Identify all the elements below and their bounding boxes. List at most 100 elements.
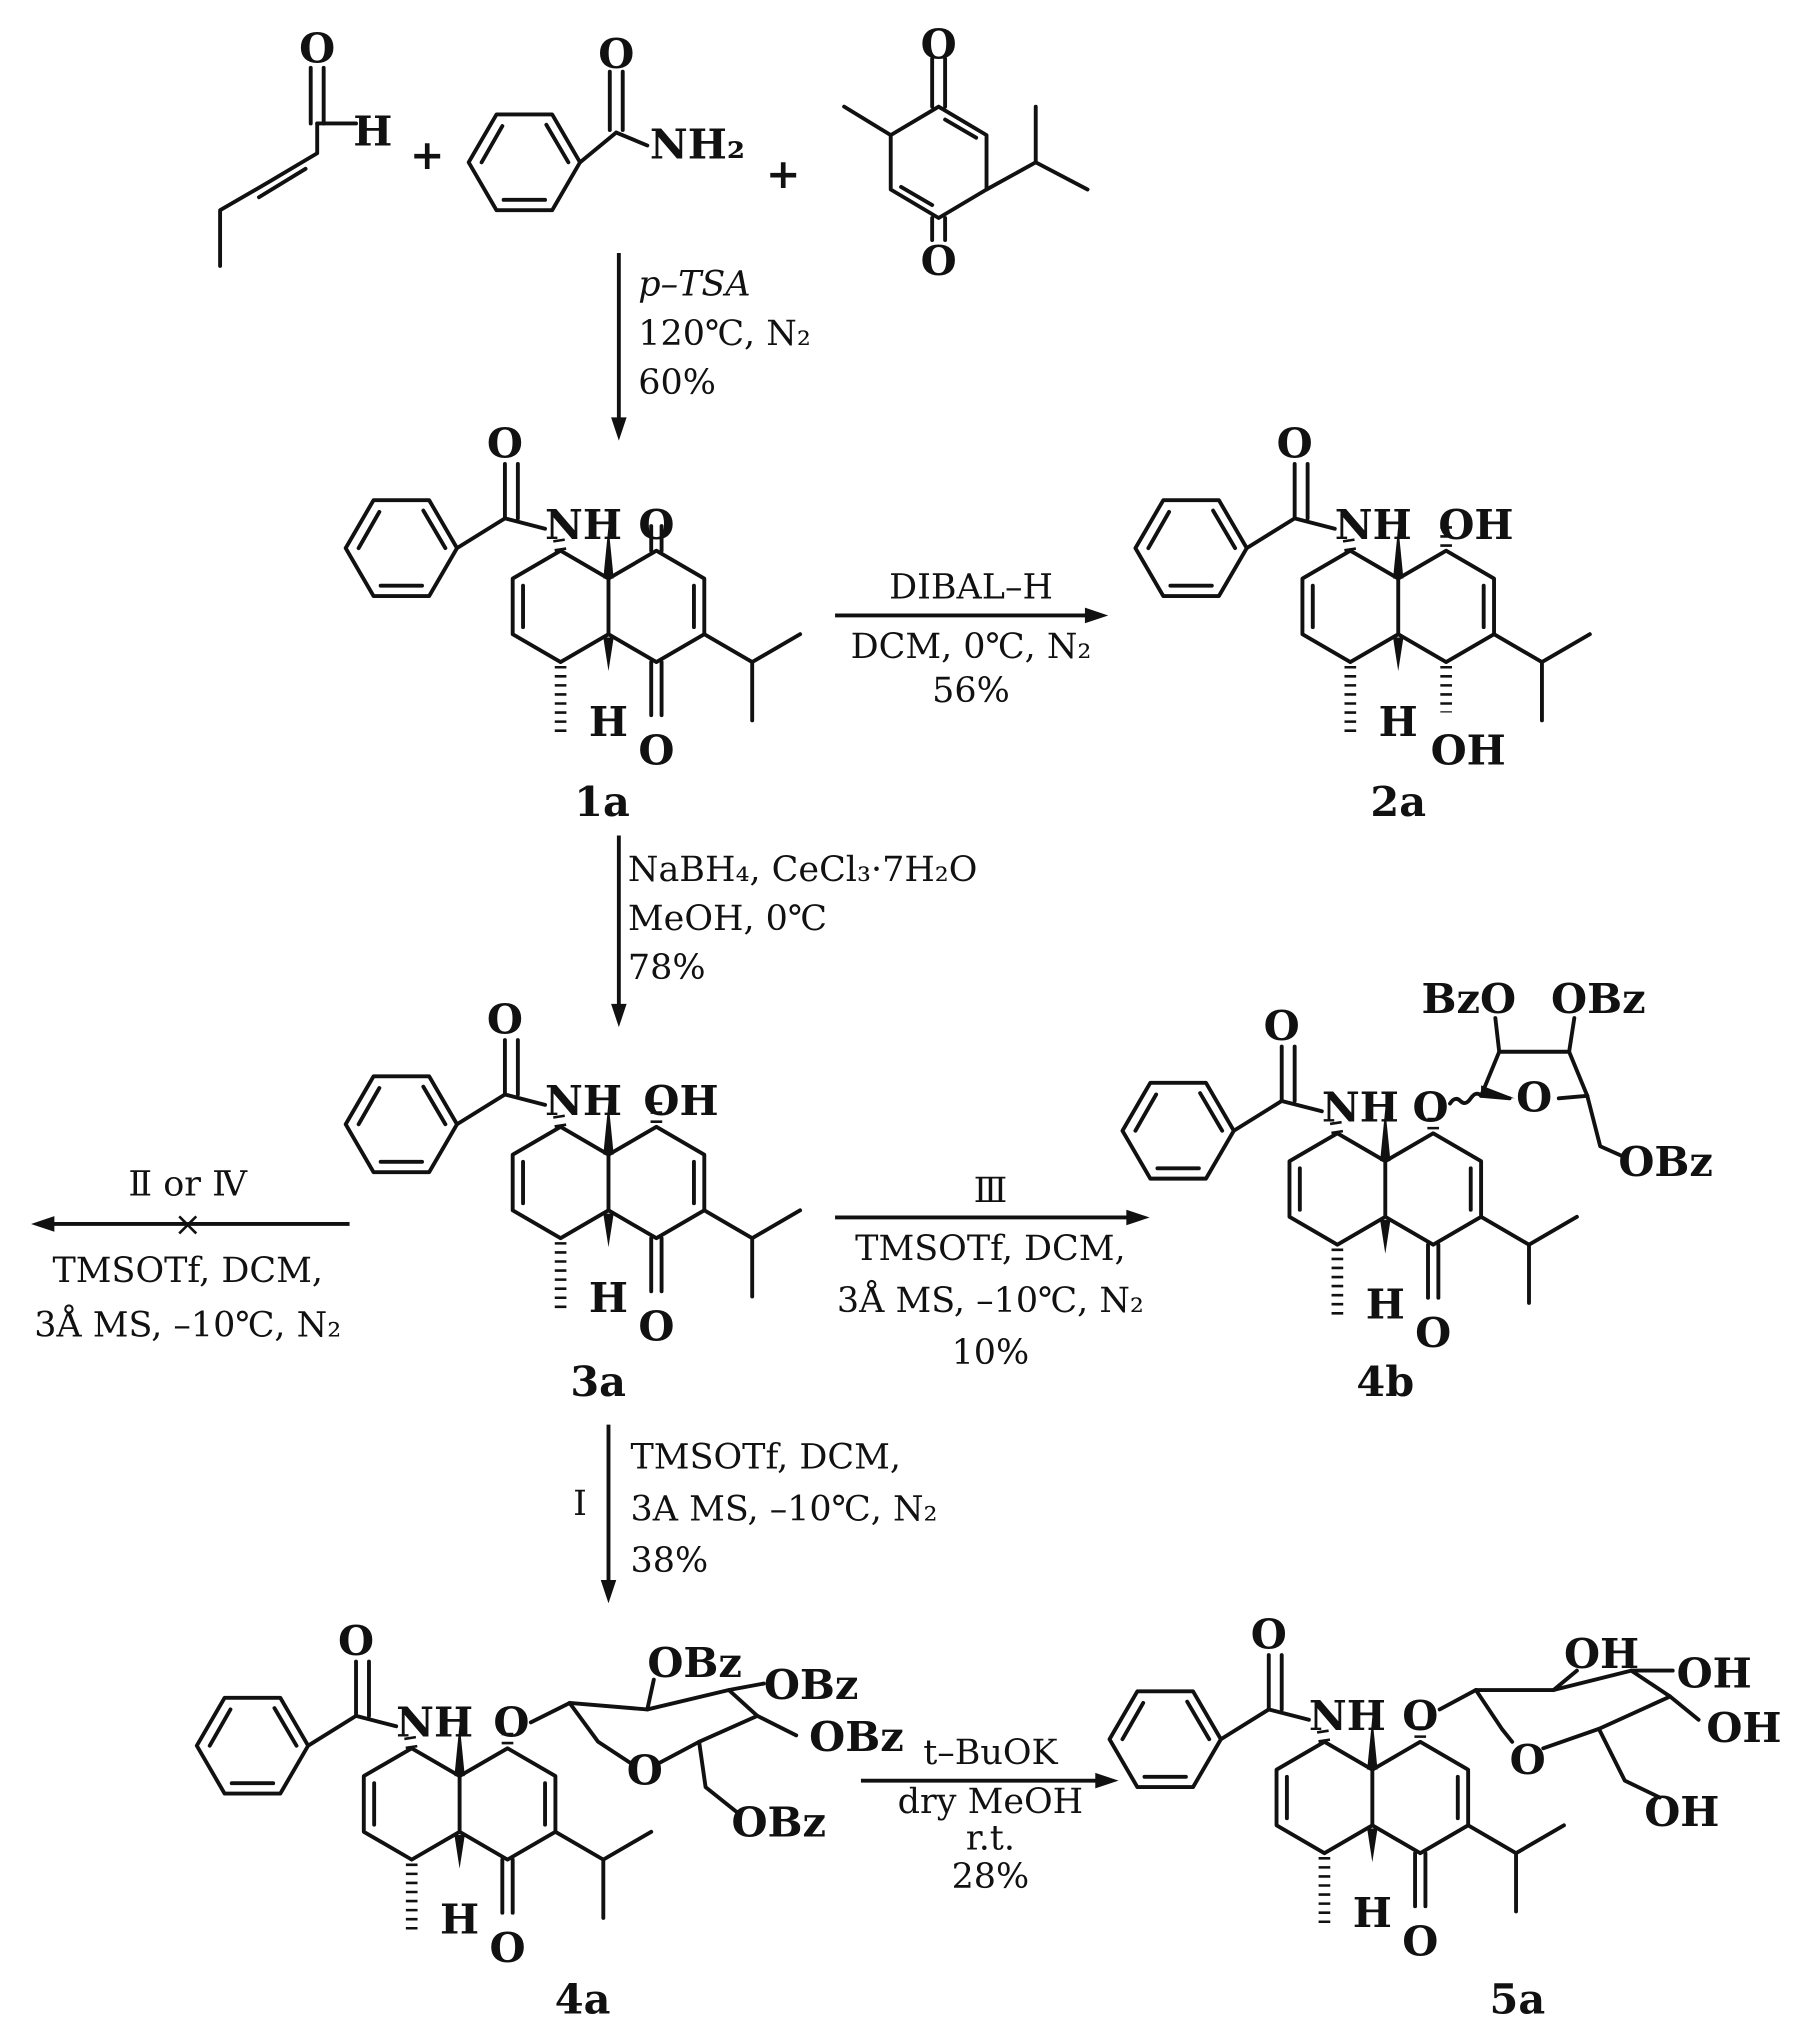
compound-1a: O NH O H O [346,419,800,774]
compound-label-3a: 3a [570,1357,626,1406]
atom-o: O [1413,1083,1449,1132]
atom-h: H [440,1894,479,1943]
atom-h: H [589,697,628,746]
atom-o: O [1510,1735,1546,1784]
atom-o: O [1415,1308,1451,1357]
atom-o: O [638,725,674,774]
compound-2a: O NH OH H OH [1135,419,1589,774]
atom-o: O [1402,1691,1438,1740]
atom-o: O [1516,1072,1552,1121]
atom-o: O [921,236,957,285]
condition-text: DCM, 0℃, N₂ [851,627,1092,667]
atom-obz: OBz [647,1638,742,1687]
yield-text: 56% [932,671,1010,711]
atom-oh: OH [1438,500,1513,549]
pentenal: O H [218,24,392,268]
condition-text: 3A MS, –10℃, N₂ [631,1489,938,1529]
compound-label-4a: 4a [555,1975,611,2024]
step-7-arrow: t–BuOK dry MeOH r.t. 28% [860,1733,1119,1897]
atom-oh: OH [1677,1648,1752,1697]
condition-text: 120℃, N₂ [638,314,811,354]
atom-oh: OH [643,1076,718,1125]
atom-obz: OBz [731,1797,826,1846]
atom-obz: OBz [1618,1137,1713,1186]
plus-sign: + [766,149,801,198]
pyranose-sugar-benzoylated: O OBz OBz OBz OBz [528,1638,904,1846]
compound-label-2a: 2a [1370,777,1426,826]
condition-text: MeOH, 0℃ [628,899,827,939]
compound-3a: O NH OH H O [346,995,800,1350]
furanose-sugar: O BzO OBz OBz [1422,974,1713,1186]
condition-text: TMSOTf, DCM, [631,1438,901,1478]
atom-o: O [487,995,523,1044]
atom-nh: NH [545,1076,622,1125]
atom-h: H [589,1273,628,1322]
condition-text: 3Å MS, –10℃, N₂ [34,1303,341,1346]
atom-obz: OBz [809,1712,904,1761]
atom-nh: NH [1322,1083,1399,1132]
condition-text: dry MeOH [898,1782,1083,1822]
condition-text: TMSOTf, DCM, [52,1251,322,1291]
compound-label-5a: 5a [1490,1975,1546,2024]
atom-bzo: BzO [1422,974,1517,1023]
atom-nh: NH [1335,500,1412,549]
atom-oh: OH [1706,1703,1781,1752]
atom-obz: OBz [1551,974,1646,1023]
yield-text: 38% [631,1541,709,1581]
atom-h: H [1379,697,1418,746]
benzamide: O NH₂ [466,29,745,213]
atom-o: O [1251,1610,1287,1659]
reagent-text: Ⅲ [974,1171,1008,1211]
cross-mark-icon: × [174,1205,202,1244]
reagent-text: NaBH₄, CeCl₃·7H₂O [628,850,978,890]
atom-nh: NH [545,500,622,549]
atom-o: O [489,1923,525,1972]
reagent-text: DIBAL–H [889,568,1053,608]
yield-text: 60% [638,363,716,403]
step-number: Ⅰ [573,1484,587,1524]
compound-4a: O NH O H O [197,1616,651,1972]
atom-o: O [1264,1001,1300,1050]
step-1-arrow: p–TSA 120℃, N₂ 60% [611,252,811,441]
condition-text: r.t. [966,1818,1015,1858]
atom-o: O [493,1698,529,1747]
atom-o: O [598,29,634,78]
atom-nh: NH [1309,1691,1386,1740]
atom-oh: OH [1644,1787,1719,1836]
atom-o: O [487,419,523,468]
atom-nh2: NH₂ [650,119,745,168]
atom-h: H [1366,1279,1405,1328]
pyranose-sugar: O OH OH OH OH [1437,1629,1782,1836]
atom-oh: OH [1431,725,1506,774]
yield-text: 10% [952,1333,1030,1373]
step-3-arrow: NaBH₄, CeCl₃·7H₂O MeOH, 0℃ 78% [611,835,978,1028]
reagent-text: p–TSA [638,265,750,305]
yield-text: 78% [628,948,706,988]
step-2-arrow: DIBAL–H DCM, 0℃, N₂ 56% [835,568,1109,711]
yield-text: 28% [952,1857,1030,1897]
compound-5a: O NH O H O [1110,1610,1564,1965]
compound-label-1a: 1a [574,777,630,826]
reagent-text: Ⅱ or Ⅳ [128,1164,248,1204]
atom-nh: NH [396,1698,473,1747]
atom-obz: OBz [764,1660,859,1709]
atom-o: O [921,20,957,69]
step-5-arrow: Ⅲ TMSOTf, DCM, 3Å MS, –10℃, N₂ 10% [835,1171,1150,1373]
atom-o: O [338,1616,374,1665]
atom-h: H [353,106,392,155]
compound-label-4b: 4b [1356,1357,1414,1406]
condition-text: TMSOTf, DCM, [855,1229,1125,1269]
compound-4b: O NH O H O [1122,1001,1576,1357]
thymoquinone: O O [842,20,1090,285]
plus-sign: + [410,130,445,179]
atom-o: O [627,1746,663,1795]
condition-text: 3Å MS, –10℃, N₂ [837,1278,1144,1321]
atom-o: O [1277,419,1313,468]
atom-o: O [1402,1916,1438,1965]
atom-h: H [1353,1888,1392,1937]
atom-o: O [299,24,335,73]
atom-o: O [638,500,674,549]
step-4-arrow-failed: Ⅱ or Ⅳ × TMSOTf, DCM, 3Å MS, –10℃, N₂ [31,1164,350,1346]
step-6-arrow: Ⅰ TMSOTf, DCM, 3A MS, –10℃, N₂ 38% [573,1424,938,1604]
